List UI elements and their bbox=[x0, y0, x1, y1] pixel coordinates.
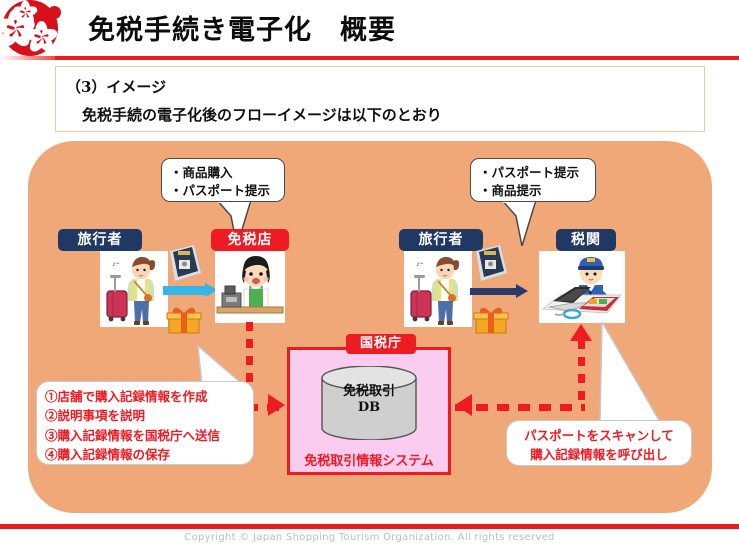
flow-line-shop-right bbox=[246, 404, 280, 411]
flow-arrowhead-into-customs bbox=[570, 324, 592, 341]
flow-line-customs-up bbox=[578, 340, 585, 408]
callout-left-line-1: ①店舗で購入記録情報を作成 bbox=[45, 389, 208, 404]
bubble-right-line-2: ・商品提示 bbox=[479, 183, 542, 199]
database-cylinder-icon bbox=[321, 366, 417, 440]
badge-tax-free-shop: 免税店 bbox=[211, 229, 289, 251]
subtitle-heading: （3）イメージ bbox=[66, 78, 167, 96]
bubble-left-line-2: ・パスポート提示 bbox=[170, 183, 271, 199]
footer-rule bbox=[0, 524, 739, 529]
speech-bubble-shop-actions: ・商品購入 ・パスポート提示 bbox=[161, 158, 285, 202]
gift-box-icon-right bbox=[472, 305, 510, 335]
flow-arrowhead-into-db-right bbox=[455, 394, 472, 416]
speech-bubble-customs-actions: ・パスポート提示 ・商品提示 bbox=[470, 158, 596, 202]
db-label-line-1: 免税取引 bbox=[342, 384, 395, 399]
illustration-traveler-2: ♪~ bbox=[404, 251, 472, 327]
flow-arrowhead-into-db bbox=[268, 394, 285, 416]
page-title: 免税手続き電子化 概要 bbox=[88, 15, 396, 46]
arrow-traveler-to-customs bbox=[470, 284, 528, 298]
callout-shop-steps: ①店舗で購入記録情報を作成 ②説明事項を説明 ③購入記録情報を国税庁へ送信 ④購… bbox=[36, 381, 254, 465]
bubble-left-line-1: ・商品購入 bbox=[170, 165, 233, 180]
svg-text:♪~: ♪~ bbox=[112, 260, 120, 268]
db-label-line-2: DB bbox=[357, 400, 381, 416]
callout-left-line-3: ③購入記録情報を国税庁へ送信 bbox=[45, 427, 221, 443]
passport-icon-right bbox=[474, 243, 508, 283]
speech-tail-right-icon bbox=[501, 200, 537, 246]
gift-box-icon-left bbox=[165, 305, 203, 335]
callout-tail-left-icon bbox=[197, 344, 242, 386]
sakura-blossom-logo-icon bbox=[0, 0, 64, 58]
title-rule bbox=[55, 56, 739, 60]
badge-traveler-2: 旅行者 bbox=[399, 229, 483, 251]
badge-traveler-1: 旅行者 bbox=[58, 229, 142, 251]
database-label: 免税取引 DB bbox=[320, 384, 418, 417]
callout-right-line-1: パスポートをスキャンして bbox=[524, 428, 674, 443]
callout-right-line-2: 購入記録情報を呼び出し bbox=[530, 446, 668, 462]
illustration-traveler-1: ♪~ bbox=[100, 251, 168, 327]
subtitle-description: 免税手続の電子化後のフローイメージは以下のとおり bbox=[82, 106, 442, 124]
flow-line-shop-down bbox=[246, 322, 253, 404]
title-rule-fade bbox=[0, 56, 57, 60]
illustration-customs-officer bbox=[539, 251, 625, 323]
callout-left-line-2: ②説明事項を説明 bbox=[45, 408, 146, 424]
callout-tail-right-icon bbox=[599, 322, 662, 423]
nta-system-label: 免税取引情報システム bbox=[304, 454, 434, 469]
svg-text:♪~: ♪~ bbox=[416, 260, 424, 268]
arrow-traveler-to-shop bbox=[163, 283, 218, 297]
bubble-right-line-1: ・パスポート提示 bbox=[479, 165, 580, 180]
flow-line-db-right bbox=[455, 404, 585, 411]
badge-customs: 税関 bbox=[556, 229, 616, 251]
callout-customs-scan: パスポートをスキャンして 購入記録情報を呼び出し bbox=[506, 420, 692, 466]
subtitle-box: （3）イメージ 免税手続の電子化後のフローイメージは以下のとおり bbox=[55, 66, 705, 132]
passport-icon-left bbox=[168, 243, 202, 283]
copyright-text: Copyright © Japan Shopping Tourism Organ… bbox=[184, 532, 555, 543]
callout-left-line-4: ④購入記録情報の保存 bbox=[45, 447, 171, 463]
illustration-tax-free-shop bbox=[215, 251, 285, 323]
badge-national-tax-agency: 国税庁 bbox=[346, 334, 416, 354]
